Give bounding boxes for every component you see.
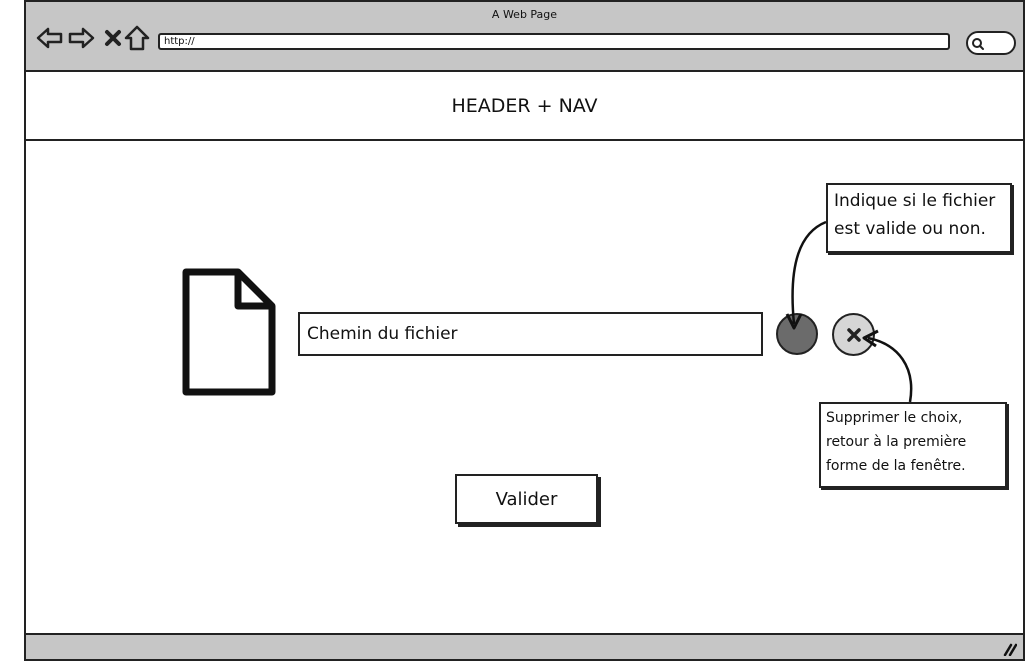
clear-callout-arrow bbox=[867, 336, 913, 403]
file-path-input[interactable] bbox=[298, 312, 763, 356]
arrow-right-icon bbox=[68, 27, 95, 49]
browser-toolbar: A Web Page http:// bbox=[26, 2, 1023, 72]
callout-line: forme de la fenêtre. bbox=[826, 458, 966, 474]
close-icon bbox=[846, 327, 861, 342]
browser-window: A Web Page http:// bbox=[24, 0, 1025, 661]
callout-line: retour à la première bbox=[826, 434, 967, 450]
close-icon bbox=[105, 30, 121, 46]
submit-button[interactable]: Valider bbox=[455, 474, 598, 524]
window-title: A Web Page bbox=[491, 8, 558, 21]
callout-line: Indique si le fichier bbox=[834, 191, 996, 211]
home-button[interactable] bbox=[123, 24, 151, 52]
arrow-left-icon bbox=[36, 27, 63, 49]
clear-selection-button[interactable] bbox=[832, 313, 875, 356]
clear-callout: Supprimer le choix, retour à la première… bbox=[819, 402, 1007, 488]
validity-callout: Indique si le fichier est valide ou non. bbox=[826, 183, 1012, 253]
callout-line: est valide ou non. bbox=[834, 219, 986, 239]
search-button[interactable] bbox=[966, 31, 1016, 55]
valid-callout-arrow bbox=[791, 220, 827, 325]
address-bar[interactable]: http:// bbox=[158, 33, 950, 50]
page-header: HEADER + NAV bbox=[26, 72, 1023, 141]
valid-status-indicator bbox=[776, 313, 818, 355]
browser-status-bar bbox=[26, 633, 1023, 659]
forward-button[interactable] bbox=[67, 24, 95, 52]
search-icon bbox=[972, 38, 984, 50]
document-icon bbox=[182, 268, 276, 396]
home-icon bbox=[124, 25, 150, 51]
back-button[interactable] bbox=[36, 24, 64, 52]
stop-button[interactable] bbox=[99, 24, 127, 52]
header-label: HEADER + NAV bbox=[451, 94, 598, 117]
file-icon-wrapper bbox=[180, 268, 278, 404]
address-bar-text: http:// bbox=[164, 36, 195, 47]
resize-grip-icon[interactable] bbox=[1001, 642, 1017, 656]
callout-line: Supprimer le choix, bbox=[826, 410, 963, 426]
